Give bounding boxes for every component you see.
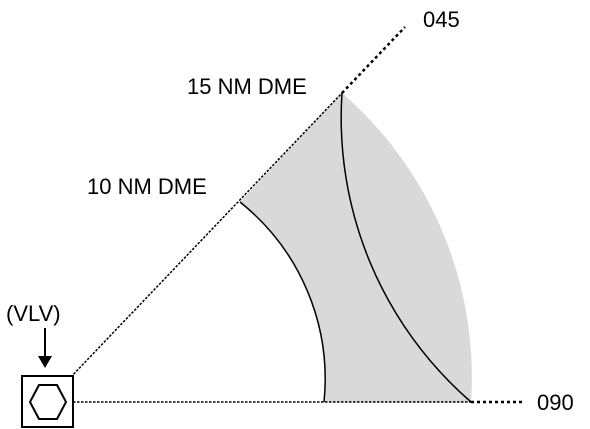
radial-090-label: 090 [537,390,574,415]
outer-arc-15nm [340,92,472,403]
outer-arc-label: 15 NM DME [187,74,307,99]
shaded-sector [240,93,472,402]
radial-045-extension [341,26,406,94]
vor-dme-icon [21,375,74,428]
down-arrow-icon [38,328,52,368]
station-label: (VLV) [6,301,61,326]
radial-045-line [67,92,343,381]
radial-045-label: 045 [423,7,460,32]
inner-arc-10nm [239,201,326,403]
inner-arc-label: 10 NM DME [87,174,207,199]
